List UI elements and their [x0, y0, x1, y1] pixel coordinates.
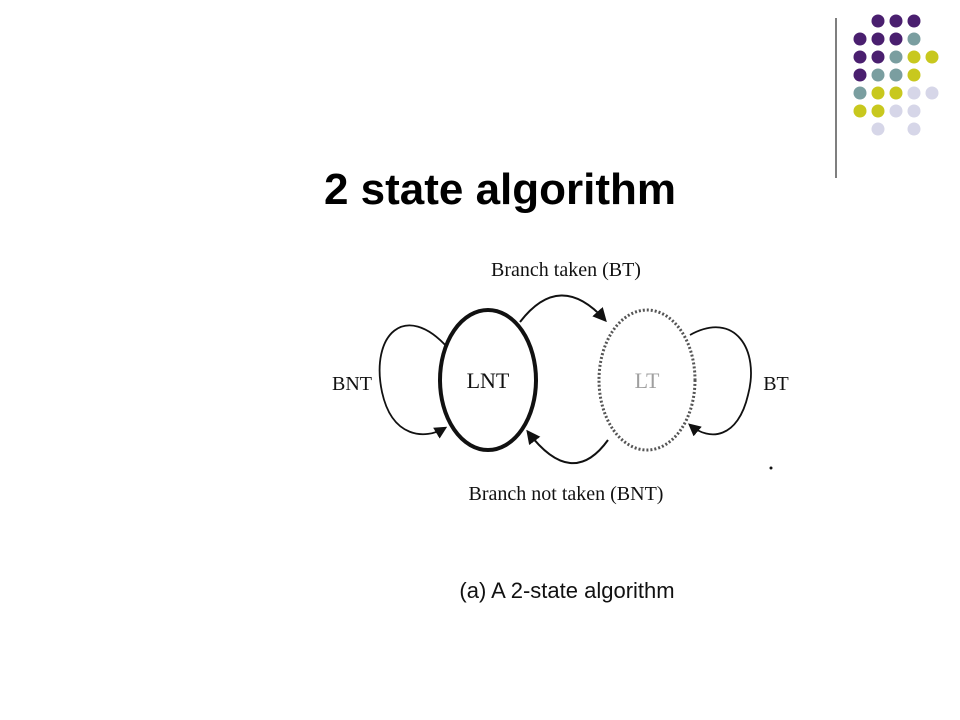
transition-label-taken: Branch taken (BT): [491, 259, 641, 281]
decorative-dot: [907, 50, 921, 64]
decorative-dot: [853, 68, 867, 82]
decorative-dot: [925, 50, 939, 64]
decorative-dot: [871, 86, 885, 100]
self-loop-label-lnt: BNT: [332, 373, 372, 395]
diagram-caption: (a) A 2-state algorithm: [459, 578, 674, 603]
transition-arrow-taken: [519, 294, 607, 323]
decorative-dot: [871, 50, 885, 64]
decorative-dot: [889, 50, 903, 64]
decorative-dot: [907, 14, 921, 28]
state-lnt-label: LNT: [467, 368, 510, 393]
decorative-dot: [907, 86, 921, 100]
state-lt-circle: [597, 308, 697, 452]
decorative-dot: [889, 32, 903, 46]
decorative-dot: [853, 32, 867, 46]
decorative-dot: [889, 14, 903, 28]
self-loop-lt: [688, 326, 752, 437]
decorative-dot: [889, 104, 903, 118]
decorative-dot: [907, 104, 921, 118]
decorative-dot: [907, 32, 921, 46]
decorative-dot: [907, 122, 921, 136]
self-loop-lnt: [378, 324, 449, 439]
decorative-dot: [925, 86, 939, 100]
decorative-dot: [871, 32, 885, 46]
transition-label-not-taken: Branch not taken (BNT): [469, 483, 664, 505]
transition-arrow-not-taken: [526, 429, 609, 465]
state-lt-label: LT: [635, 368, 660, 393]
decorative-dot: [871, 122, 885, 136]
decorative-dot: [889, 86, 903, 100]
dot-grid: [853, 14, 939, 136]
decorative-dot: [889, 68, 903, 82]
decorative-dot: [907, 68, 921, 82]
decorative-dot: [871, 68, 885, 82]
slide-title: 2 state algorithm: [323, 165, 677, 214]
state-lnt-circle: [438, 308, 538, 452]
decorative-dot: [871, 104, 885, 118]
stray-mark: [769, 466, 773, 470]
decorative-dot: [853, 50, 867, 64]
decorative-dot: [871, 14, 885, 28]
self-loop-label-lt: BT: [763, 373, 789, 395]
decorative-dot: [853, 86, 867, 100]
decorative-dot: [853, 104, 867, 118]
